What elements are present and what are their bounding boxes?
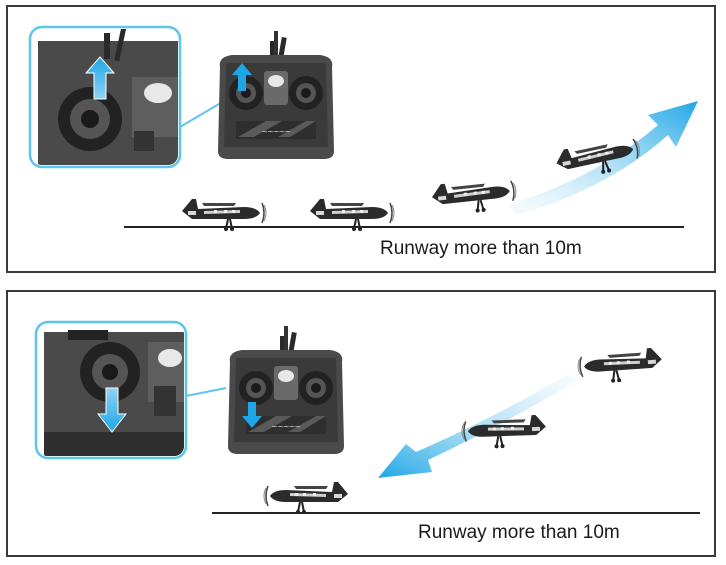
arrow-down-icon bbox=[96, 387, 128, 433]
transmitter bbox=[228, 326, 344, 454]
arrow-up-icon bbox=[232, 63, 252, 91]
takeoff-panel: Runway more than 10m bbox=[6, 5, 716, 273]
arrow-up-icon bbox=[84, 56, 116, 100]
airplane bbox=[263, 481, 349, 515]
throttle-zoom-callout bbox=[34, 320, 188, 460]
arrow-down-icon bbox=[242, 402, 262, 428]
landing-panel: Runway more than 10m bbox=[6, 290, 716, 557]
climb-arrow-icon bbox=[508, 101, 698, 215]
transmitter bbox=[218, 31, 334, 159]
runway-caption: Runway more than 10m bbox=[380, 238, 582, 259]
runway-caption: Runway more than 10m bbox=[418, 522, 620, 543]
airplane bbox=[576, 346, 665, 387]
throttle-zoom-callout bbox=[28, 25, 182, 169]
airplane bbox=[429, 175, 519, 219]
